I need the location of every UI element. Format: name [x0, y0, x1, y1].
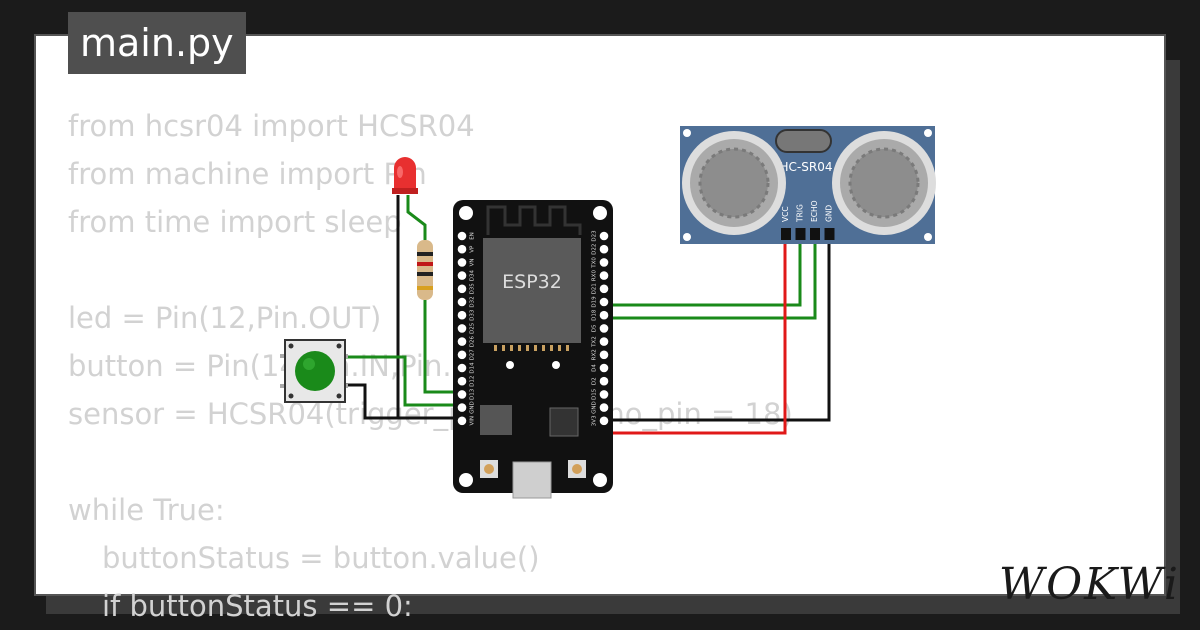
wire-echo-d18	[602, 240, 817, 320]
esp32-board: ESP32 ENVPVND34D35D32D33D25D26D27D14D12D…	[453, 200, 613, 499]
pin-hole[interactable]	[599, 363, 609, 373]
button-cap	[295, 351, 335, 391]
pin-hole[interactable]	[457, 231, 467, 241]
code-line: buttonStatus = button.value()	[102, 541, 540, 575]
wire-gnd-gnd	[602, 240, 831, 422]
pin-label: GND	[470, 401, 476, 414]
wire-led-gnd	[396, 195, 462, 420]
pin-hole[interactable]	[457, 324, 467, 333]
pin-label: RX2	[592, 349, 598, 360]
pin-label: D13	[470, 388, 476, 400]
code-line: if buttonStatus == 0:	[102, 589, 413, 623]
sensor-pin[interactable]	[824, 228, 835, 240]
pin-label: RX0	[592, 270, 598, 282]
pin-label: D23	[592, 230, 598, 242]
pin-hole[interactable]	[599, 284, 609, 294]
pin-label: D12	[470, 376, 476, 387]
pin-label: TX0	[592, 257, 598, 269]
pin-hole[interactable]	[599, 337, 609, 346]
sensor-pin-label: VCC	[781, 206, 790, 222]
pin-hole[interactable]	[457, 390, 467, 399]
hcsr04-sensor: HC-SR04 VCC TRIG ECHO GND	[680, 126, 936, 244]
wire-resistor-d12	[423, 300, 462, 394]
pin-hole[interactable]	[457, 337, 467, 346]
pin-label: D19	[592, 296, 598, 308]
pin-label: TX2	[592, 336, 598, 348]
board-label: ESP32	[502, 271, 562, 293]
transducer-right	[832, 131, 936, 235]
pin-hole[interactable]	[599, 390, 609, 399]
pin-label: EN	[470, 232, 476, 240]
pin-hole[interactable]	[599, 258, 609, 267]
code-line: led = Pin(12,Pin.OUT)	[68, 301, 382, 335]
pin-hole[interactable]	[599, 376, 609, 386]
sensor-label: HC-SR04	[780, 160, 833, 174]
file-title: main.py	[68, 12, 246, 74]
pin-hole[interactable]	[457, 350, 467, 360]
wire-button-gnd	[345, 383, 410, 420]
pin-hole[interactable]	[599, 324, 609, 333]
pin-label: D4	[592, 364, 598, 372]
pin-label: D25	[470, 322, 476, 334]
pin-label: D27	[470, 349, 476, 361]
pin-label: D15	[592, 388, 598, 400]
pin-label: D21	[592, 283, 598, 294]
pin-hole[interactable]	[599, 403, 609, 412]
pin-hole[interactable]	[599, 231, 609, 241]
code-line: while True:	[68, 493, 225, 527]
pin-label: D34	[470, 269, 476, 281]
esp32-module	[483, 238, 581, 343]
pin-hole[interactable]	[599, 416, 609, 426]
pin-hole[interactable]	[457, 310, 467, 320]
pin-label: D26	[470, 335, 476, 347]
wokwi-logo: WOKWi	[998, 559, 1180, 610]
wire-trig-d5	[602, 240, 802, 307]
red-led	[392, 157, 418, 194]
sensor-pin[interactable]	[810, 228, 820, 240]
pin-hole[interactable]	[457, 297, 467, 307]
sensor-pin-label: ECHO	[810, 200, 819, 222]
pin-label: GND	[592, 401, 598, 414]
pin-label: D33	[470, 309, 476, 321]
pin-hole[interactable]	[599, 271, 609, 280]
pin-hole[interactable]	[457, 258, 467, 267]
wire-led-resistor	[406, 195, 427, 240]
pin-label: D14	[470, 362, 476, 374]
resistor	[417, 240, 433, 300]
pin-hole[interactable]	[457, 244, 467, 254]
wire-button-d14	[345, 355, 462, 407]
pin-hole[interactable]	[457, 271, 467, 280]
wire-vcc-3v3	[602, 240, 787, 435]
pin-hole[interactable]	[599, 244, 609, 254]
pin-label: 3V3	[592, 415, 598, 426]
pin-label: D22	[592, 244, 598, 255]
pin-label: D35	[470, 283, 476, 295]
code-line: from hcsr04 import HCSR04	[68, 109, 475, 143]
sensor-pin-label: GND	[825, 205, 834, 222]
crystal	[775, 129, 832, 153]
pin-hole[interactable]	[599, 350, 609, 360]
push-button[interactable]	[280, 339, 348, 403]
pin-label: VIN	[470, 416, 476, 426]
pin-label: VN	[470, 258, 476, 266]
transducer-left	[682, 131, 786, 235]
pin-label: D18	[592, 309, 598, 321]
pin-label: D2	[592, 377, 598, 385]
code-line: from time import sleep	[68, 205, 402, 239]
pin-hole[interactable]	[457, 403, 467, 412]
pin-hole[interactable]	[457, 416, 467, 426]
pin-hole[interactable]	[457, 284, 467, 294]
pin-hole[interactable]	[599, 310, 609, 320]
sensor-pin-label: TRIG	[796, 204, 805, 223]
sensor-pin[interactable]	[781, 228, 791, 240]
pin-hole[interactable]	[457, 376, 467, 386]
sensor-pin[interactable]	[795, 228, 806, 240]
pin-label: D32	[470, 296, 476, 307]
pin-hole[interactable]	[457, 363, 467, 373]
pin-label: VP	[470, 245, 476, 253]
pin-hole[interactable]	[599, 297, 609, 307]
pin-label: D5	[592, 324, 598, 332]
